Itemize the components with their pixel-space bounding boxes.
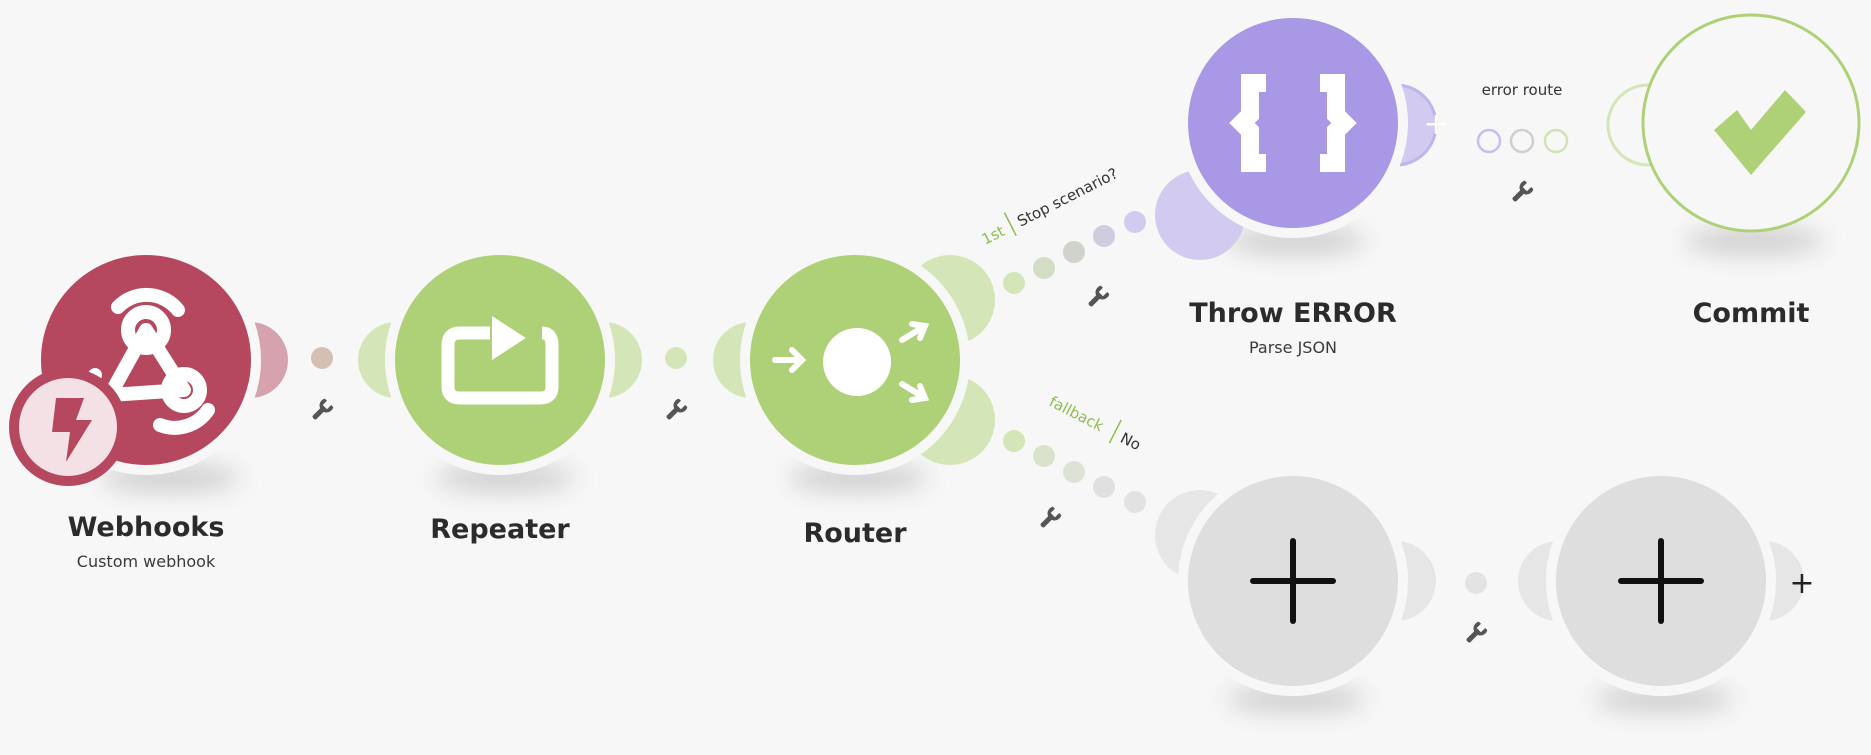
- add-error-handler-button[interactable]: +: [1423, 107, 1448, 142]
- route-order: fallback: [1046, 393, 1107, 436]
- connection-empty1-empty2[interactable]: [1465, 572, 1487, 594]
- route-upper-dots[interactable]: [1003, 211, 1146, 294]
- json-braces-icon: [1229, 74, 1357, 172]
- connection-webhooks-repeater[interactable]: [311, 347, 333, 369]
- module-title: Webhooks: [68, 512, 225, 543]
- module-title: Router: [803, 518, 907, 549]
- module-empty-1[interactable]: [1178, 466, 1408, 696]
- module-subtitle: Custom webhook: [77, 552, 216, 571]
- wrench-icon: [312, 398, 334, 420]
- route-lower-dots[interactable]: [1003, 430, 1146, 513]
- module-throw-error[interactable]: Throw ERROR Parse JSON: [1178, 8, 1408, 357]
- module-repeater[interactable]: Repeater: [385, 245, 615, 545]
- checkmark-icon: [1714, 90, 1806, 175]
- connection-repeater-router[interactable]: [665, 347, 687, 369]
- route-label-lower[interactable]: fallback No: [1045, 387, 1146, 456]
- wrench-icon: [666, 398, 688, 420]
- wrench-icon: [1088, 285, 1110, 307]
- module-empty-2[interactable]: [1546, 466, 1776, 696]
- wrench-icon: [1466, 621, 1488, 643]
- module-title: Commit: [1693, 298, 1810, 329]
- module-commit[interactable]: Commit: [1641, 13, 1861, 329]
- route-label: Stop scenario?: [1014, 164, 1120, 230]
- route-order: 1st: [979, 222, 1008, 249]
- module-title: Repeater: [430, 514, 570, 545]
- router-icon: [772, 321, 930, 403]
- module-subtitle: Parse JSON: [1249, 338, 1337, 357]
- error-route-label: error route: [1482, 81, 1563, 99]
- plus-icon: [1618, 538, 1704, 624]
- instant-trigger-icon: [52, 398, 92, 462]
- repeat-icon: [441, 316, 559, 405]
- plus-icon: [1250, 538, 1336, 624]
- module-webhooks[interactable]: Webhooks Custom webhook: [9, 245, 261, 571]
- wrench-icon: [1512, 180, 1534, 202]
- module-title: Throw ERROR: [1189, 298, 1397, 329]
- module-router[interactable]: Router: [740, 245, 970, 549]
- error-route-dots[interactable]: [1476, 128, 1569, 154]
- add-module-button[interactable]: +: [1789, 566, 1814, 601]
- route-label: No: [1117, 429, 1143, 454]
- wrench-icon: [1040, 506, 1062, 528]
